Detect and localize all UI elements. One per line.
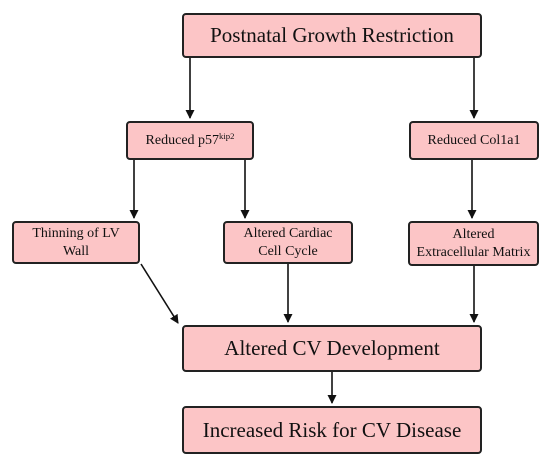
node-label: Reduced p57kip2 [146,132,235,150]
node-label: Altered Cardiac Cell Cycle [243,225,332,260]
node-label: Altered Extracellular Matrix [417,226,531,261]
node-altered-cardiac-cell-cycle: Altered Cardiac Cell Cycle [223,221,353,264]
node-label-line-1: Thinning of LV [32,226,120,241]
node-reduced-col1a1: Reduced Col1a1 [409,121,539,160]
node-label-line-2: Extracellular Matrix [416,244,531,260]
arrow-lv-wall-to-cv [140,263,179,324]
node-label-main: Reduced p57 [145,132,220,148]
node-thinning-lv-wall: Thinning of LV Wall [12,221,140,264]
node-postnatal-growth-restriction: Postnatal Growth Restriction [182,13,482,58]
node-label: Reduced Col1a1 [427,132,521,148]
node-label-line-1: Altered Cardiac [243,226,333,241]
node-label: Postnatal Growth Restriction [210,23,454,48]
node-label: Thinning of LV Wall [32,225,119,260]
node-label: Increased Risk for CV Disease [202,417,462,442]
node-label-line-2: Cell Cycle [258,243,318,259]
node-reduced-p57: Reduced p57kip2 [126,121,254,160]
node-increased-risk-cv-disease: Increased Risk for CV Disease [182,406,482,454]
node-label-superscript: kip2 [219,130,235,141]
node-label-line-2: Wall [62,243,90,259]
node-label: Altered CV Development [224,336,440,361]
node-altered-extracellular-matrix: Altered Extracellular Matrix [408,221,539,266]
node-label-line-1: Altered [452,227,495,242]
node-altered-cv-development: Altered CV Development [182,325,482,372]
